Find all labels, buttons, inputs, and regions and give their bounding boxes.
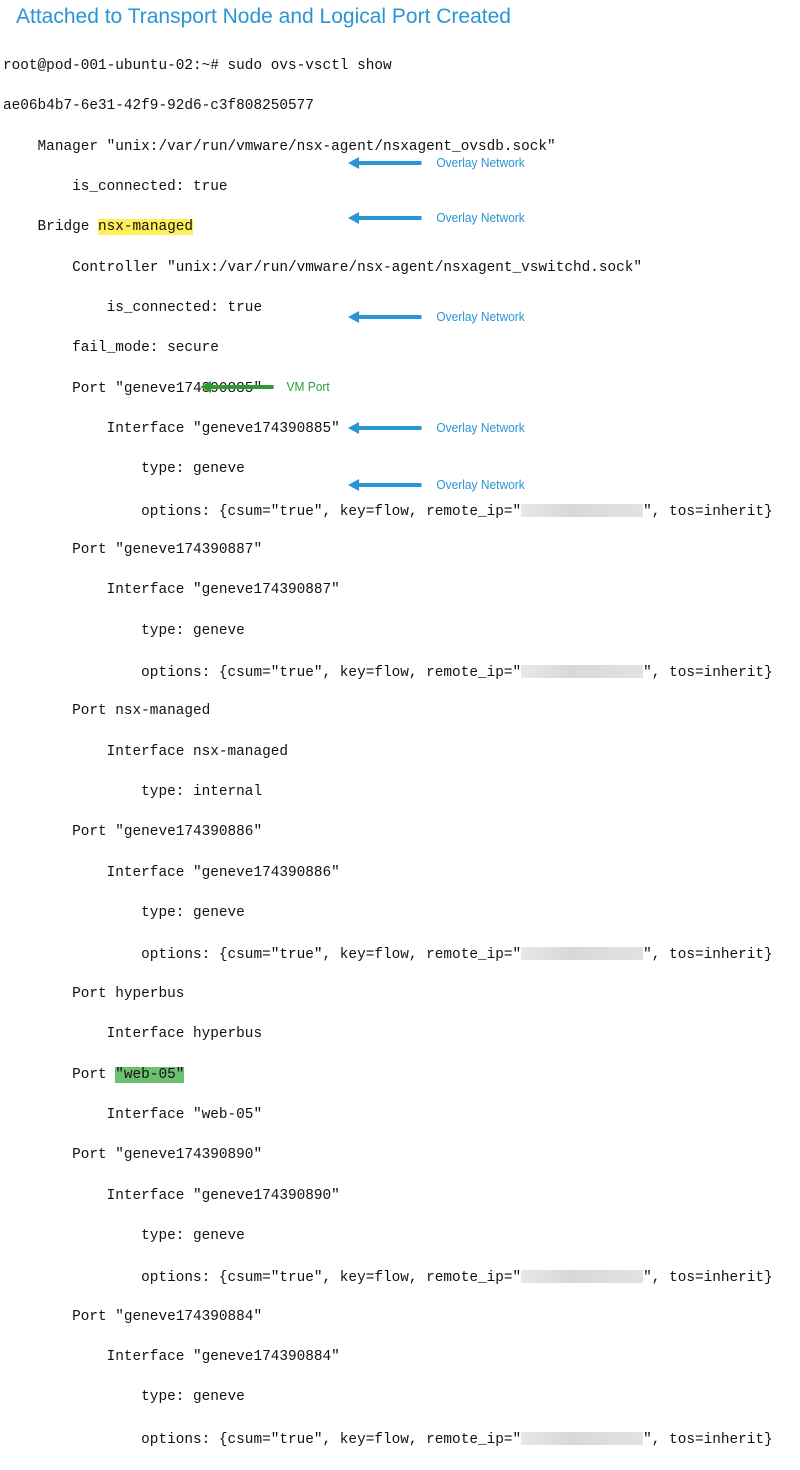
terminal-line: root@pod-001-ubuntu-02:~# sudo ovs-vsctl… xyxy=(3,57,392,74)
redacted-ip xyxy=(521,665,644,679)
terminal-line: type: geneve xyxy=(3,461,245,478)
overlay-network-annotation: Overlay Network xyxy=(348,420,525,435)
page-title: Attached to Transport Node and Logical P… xyxy=(16,5,511,28)
arrow-left-icon xyxy=(348,310,423,323)
terminal-line: Manager "unix:/var/run/vmware/nsx-agent/… xyxy=(3,138,556,155)
terminal-output[interactable]: root@pod-001-ubuntu-02:~# sudo ovs-vsctl… xyxy=(3,33,773,1470)
arrow-left-icon xyxy=(200,380,275,393)
arrow-left-icon xyxy=(348,421,423,434)
vm-port-highlight: "web-05" xyxy=(115,1066,185,1083)
arrow-left-icon xyxy=(348,156,423,169)
terminal-line: Port "geneve174390887" xyxy=(3,542,263,559)
terminal-line: type: geneve xyxy=(3,1227,245,1244)
terminal-line: options: {csum="true", key=flow, remote_… xyxy=(3,1431,773,1448)
terminal-line: options: {csum="true", key=flow, remote_… xyxy=(3,947,773,964)
terminal-line: Port hyperbus xyxy=(3,985,185,1002)
redacted-ip xyxy=(521,947,644,961)
terminal-line: Port "geneve174390890" xyxy=(3,1147,263,1164)
terminal-line: type: geneve xyxy=(3,1389,245,1406)
terminal-line: Port "web-05" xyxy=(3,1066,185,1083)
arrow-left-icon xyxy=(348,478,423,491)
terminal-line: Interface "geneve174390887" xyxy=(3,582,340,599)
overlay-network-annotation: Overlay Network xyxy=(348,210,525,225)
terminal-line: type: geneve xyxy=(3,622,245,639)
terminal-line: options: {csum="true", key=flow, remote_… xyxy=(3,665,773,682)
terminal-line: type: internal xyxy=(3,784,263,801)
terminal-line: Port "geneve174390884" xyxy=(3,1308,263,1325)
arrow-left-icon xyxy=(348,211,423,224)
terminal-line: fail_mode: secure xyxy=(3,340,219,357)
terminal-line: options: {csum="true", key=flow, remote_… xyxy=(3,1270,773,1287)
terminal-line: is_connected: true xyxy=(3,178,228,195)
vm-port-annotation: VM Port xyxy=(200,379,330,394)
terminal-line: Port nsx-managed xyxy=(3,703,211,720)
terminal-line: Port "geneve174390885" xyxy=(3,380,263,397)
terminal-line: options: {csum="true", key=flow, remote_… xyxy=(3,503,773,520)
terminal-line: Interface "geneve174390884" xyxy=(3,1348,340,1365)
terminal-line: Interface "geneve174390886" xyxy=(3,864,340,881)
redacted-ip xyxy=(521,503,644,517)
overlay-network-annotation: Overlay Network xyxy=(348,309,525,324)
terminal-line: Interface "web-05" xyxy=(3,1106,263,1123)
terminal-line: is_connected: true xyxy=(3,299,263,316)
terminal-line: Interface "geneve174390890" xyxy=(3,1187,340,1204)
bridge-name-highlight: nsx-managed xyxy=(98,219,193,236)
redacted-ip xyxy=(521,1431,644,1445)
terminal-line: Interface "geneve174390885" xyxy=(3,421,340,437)
overlay-network-annotation: Overlay Network xyxy=(348,155,525,170)
terminal-line: Interface hyperbus xyxy=(3,1026,263,1043)
overlay-network-annotation: Overlay Network xyxy=(348,477,525,492)
terminal-line: Bridge nsx-managed xyxy=(3,219,193,236)
terminal-line: Interface nsx-managed xyxy=(3,743,288,760)
terminal-line: Controller "unix:/var/run/vmware/nsx-age… xyxy=(3,259,643,276)
terminal-line: Port "geneve174390886" xyxy=(3,824,263,841)
redacted-ip xyxy=(521,1270,644,1284)
terminal-line: type: geneve xyxy=(3,905,245,922)
terminal-line: ae06b4b7-6e31-42f9-92d6-c3f808250577 xyxy=(3,98,314,115)
